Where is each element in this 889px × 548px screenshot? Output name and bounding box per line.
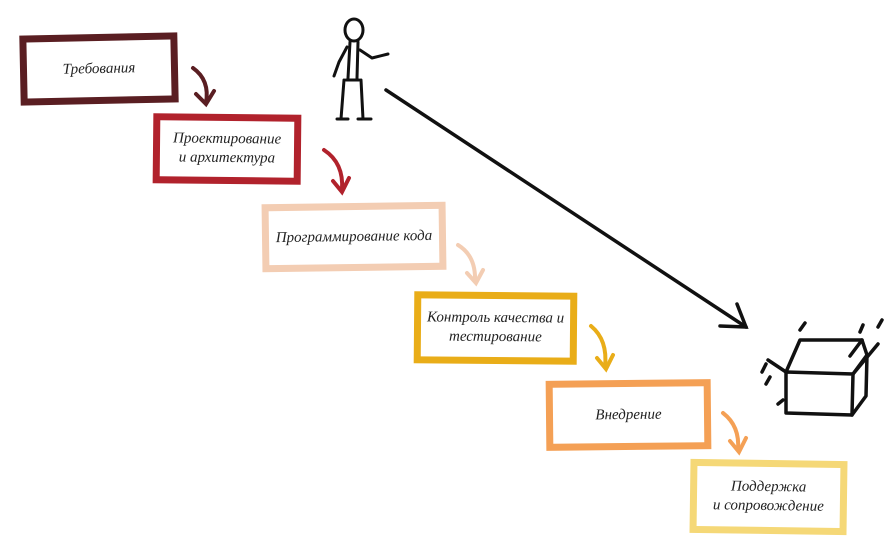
arrow-4-to-5 [589,324,615,373]
arrow-2-to-3 [322,148,351,196]
stick-figure-icon [332,17,390,121]
arrow-3-to-4 [456,243,485,287]
arrow-5-to-6 [721,411,748,456]
arrow-1-to-2 [191,66,216,108]
direct-path-arrow [384,88,749,329]
open-box-icon [760,318,884,417]
